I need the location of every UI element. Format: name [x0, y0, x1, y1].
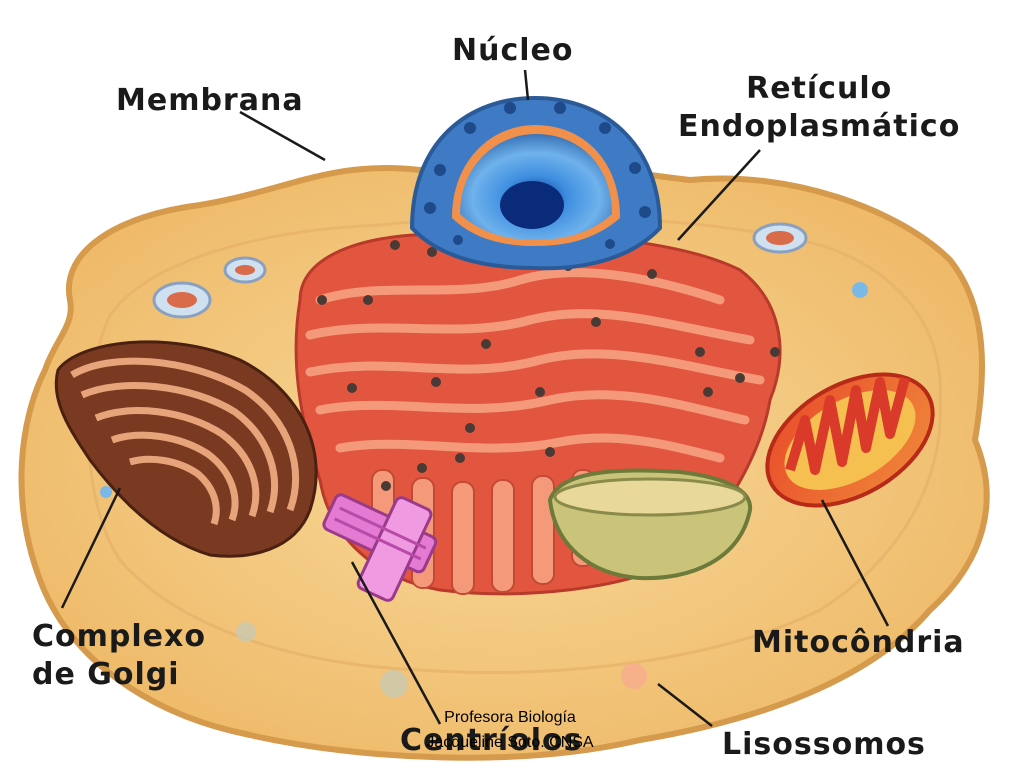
- label-membrana: Membrana: [116, 83, 304, 118]
- label-reticulo-endoplasmatico: Retículo Endoplasmático: [678, 70, 960, 146]
- leader-lines: [60, 69, 890, 727]
- mitochondria: [765, 372, 935, 508]
- label-golgi-line2: de Golgi: [32, 657, 180, 692]
- label-mitocondria: Mitocôndria: [752, 625, 965, 660]
- label-complexo-golgi: Complexo de Golgi: [32, 618, 206, 694]
- credit-line-2: Jacqueline Soto. CNSA: [426, 734, 594, 751]
- vacuole: [547, 468, 753, 581]
- label-nucleo: Núcleo: [452, 33, 574, 68]
- label-reticulo-line1: Retículo: [746, 71, 893, 106]
- label-centriolos: Centríolos: [400, 723, 583, 758]
- nucleus: [409, 95, 663, 271]
- vesicles: [87, 222, 868, 698]
- credit-line-1: Profesora Biología: [444, 709, 576, 726]
- label-reticulo-line2: Endoplasmático: [678, 109, 961, 144]
- golgi-complex: [54, 340, 318, 558]
- label-golgi-line1: Complexo: [32, 619, 206, 654]
- centrioles: [322, 493, 438, 602]
- label-lisossomos: Lisossomos: [722, 727, 926, 762]
